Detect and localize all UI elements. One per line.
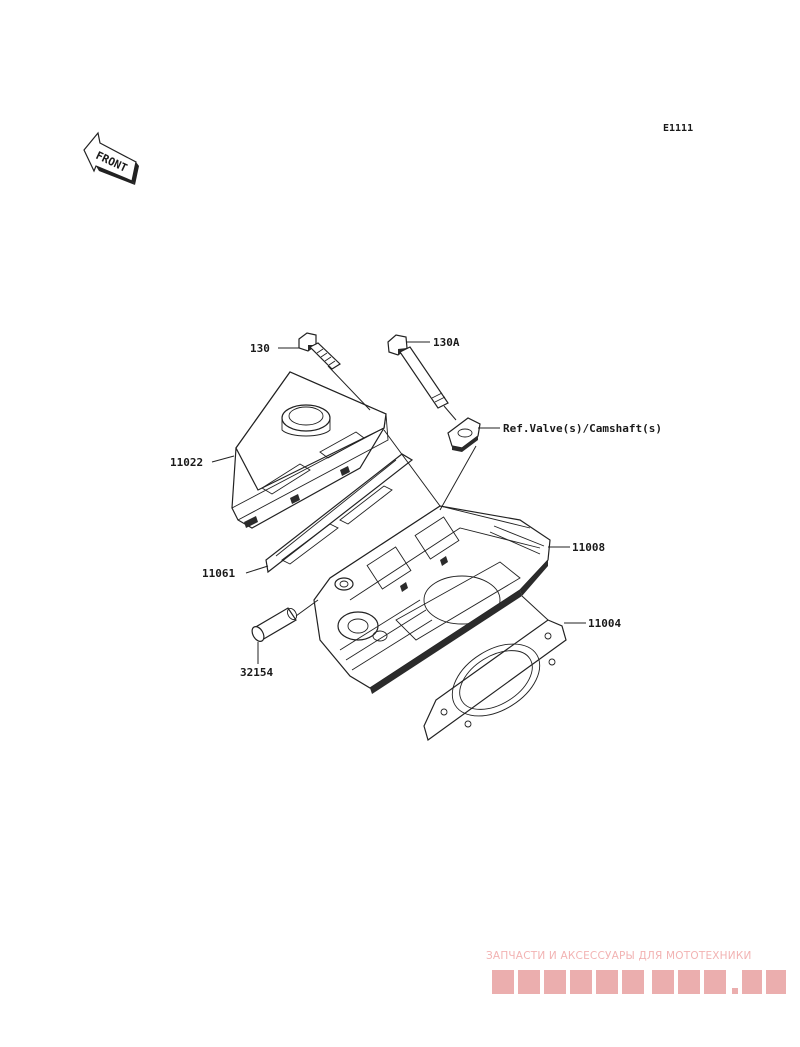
bolt-130a-part (387, 334, 449, 409)
bolt-130-part (298, 332, 341, 370)
watermark-caption: ЗАПЧАСТИ И АКСЕССУАРЫ ДЛЯ МОТОТЕХНИКИ (486, 950, 752, 962)
head-cover-11022-part (231, 371, 389, 529)
cylinder-head-11008-part (313, 505, 551, 694)
leader-lines (211, 341, 586, 664)
callout-130: 130 (250, 342, 270, 355)
callout-11022: 11022 (170, 456, 203, 469)
callout-11008: 11008 (572, 541, 605, 554)
cover-gasket-11061-part (265, 453, 414, 574)
callout-11004: 11004 (588, 617, 621, 630)
callout-ref-valve-camshaft: Ref.Valve(s)/Camshaft(s) (503, 422, 662, 435)
callout-32154: 32154 (240, 666, 273, 679)
dowel-pin-32154-part (251, 607, 298, 642)
callout-11061: 11061 (202, 567, 235, 580)
callout-130a: 130A (433, 336, 460, 349)
diagram-code: E1111 (663, 123, 693, 134)
watermark-logo (492, 970, 786, 994)
head-gasket-11004-part (423, 619, 567, 741)
front-arrow-icon: FRONT (83, 131, 139, 185)
valve-ref-plate-part (447, 417, 481, 452)
